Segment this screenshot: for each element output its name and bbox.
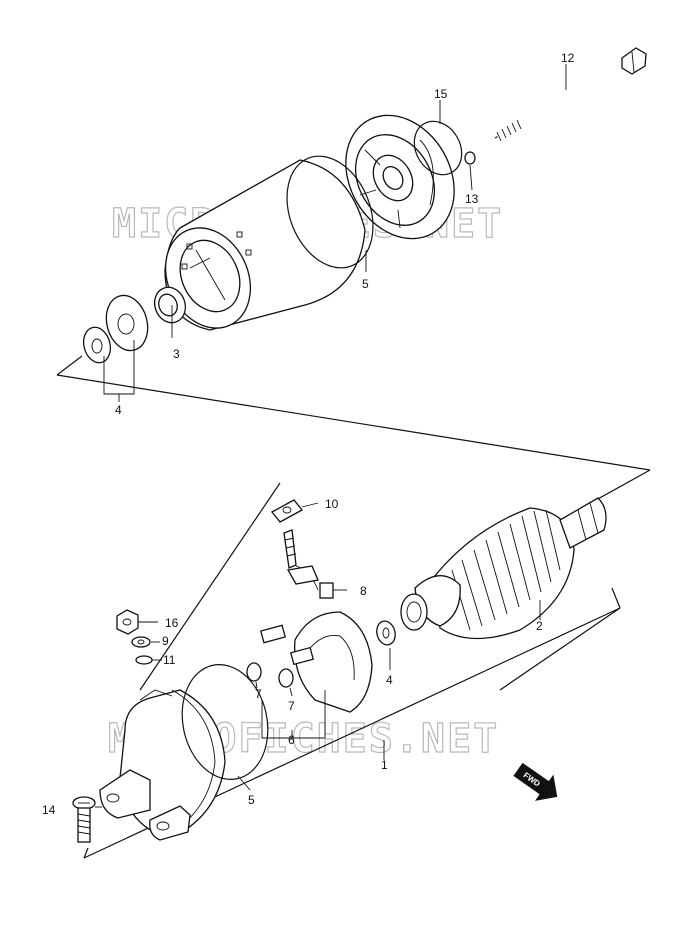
callout-labels: 12 15 13 5 3 4 10 8 2 16 9 11 4 7 7 6 1 …	[42, 51, 575, 817]
leader-lines	[95, 64, 567, 808]
terminal-bolt-10	[271, 499, 319, 585]
washer-4-bottom	[376, 620, 396, 670]
washer-set-top	[82, 294, 149, 402]
brush-7b	[278, 668, 294, 697]
screw-14	[72, 796, 96, 843]
nut-16	[116, 609, 139, 635]
end-cover	[345, 114, 455, 240]
front-housing	[99, 689, 226, 841]
callout-6: 6	[288, 733, 295, 747]
callout-1: 1	[381, 758, 388, 772]
fwd-arrow-icon: FWD	[513, 762, 558, 801]
callout-7b: 7	[288, 699, 295, 713]
end-cover-gasket	[413, 120, 463, 176]
yoke-o-ring-top	[286, 155, 374, 269]
callout-3: 3	[173, 347, 180, 361]
callout-2: 2	[536, 619, 543, 633]
callout-15: 15	[434, 87, 448, 101]
o-ring-13	[464, 151, 476, 165]
callout-5-top: 5	[362, 277, 369, 291]
armature	[400, 497, 607, 640]
brush-holder-plate	[260, 611, 373, 739]
through-bolt	[494, 47, 647, 142]
callout-8: 8	[360, 584, 367, 598]
callout-11: 11	[163, 653, 176, 667]
callout-10: 10	[325, 497, 339, 511]
yoke-housing	[164, 159, 366, 331]
washer-9	[131, 636, 151, 648]
housing-o-ring-bottom	[181, 663, 269, 781]
callout-5-bottom: 5	[248, 793, 255, 807]
callout-12: 12	[561, 51, 575, 65]
section-frame-top	[56, 355, 651, 521]
callout-9: 9	[162, 634, 169, 648]
callout-7a: 7	[255, 687, 262, 701]
callout-4-bottom: 4	[386, 673, 393, 687]
callout-14: 14	[42, 803, 56, 817]
bushing-3	[153, 286, 187, 338]
callout-16: 16	[165, 616, 179, 630]
callout-13: 13	[465, 192, 479, 206]
washer-11	[135, 655, 153, 665]
brush-7a	[246, 662, 262, 689]
callout-4-top: 4	[115, 403, 122, 417]
